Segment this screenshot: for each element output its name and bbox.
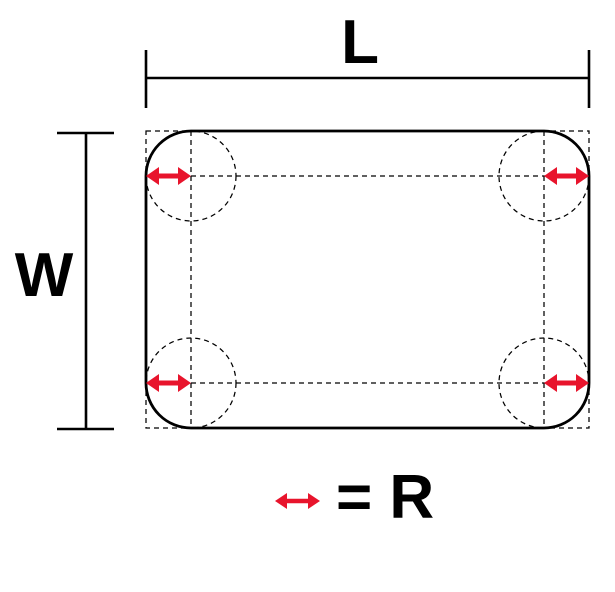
construction-lines (145, 130, 590, 429)
legend-text: = R (336, 463, 434, 532)
width-label: W (15, 241, 74, 310)
radius-arrow-icon-bottom-right (544, 374, 589, 392)
radius-arrow-icon-top-right (544, 167, 589, 185)
double-arrow-icon-legend (275, 493, 320, 509)
rounded-rectangle-outline (144, 129, 591, 430)
radius-arrow-icon-bottom-left (146, 374, 191, 392)
corner-radius-circle-bottom-left (145, 337, 237, 429)
length-dimension: L (144, 8, 591, 108)
radius-arrow-icon-top-left (146, 167, 191, 185)
length-label: L (341, 8, 379, 77)
width-dimension: W (15, 131, 114, 431)
radius-arrows (146, 167, 589, 392)
legend: = R (275, 463, 434, 532)
